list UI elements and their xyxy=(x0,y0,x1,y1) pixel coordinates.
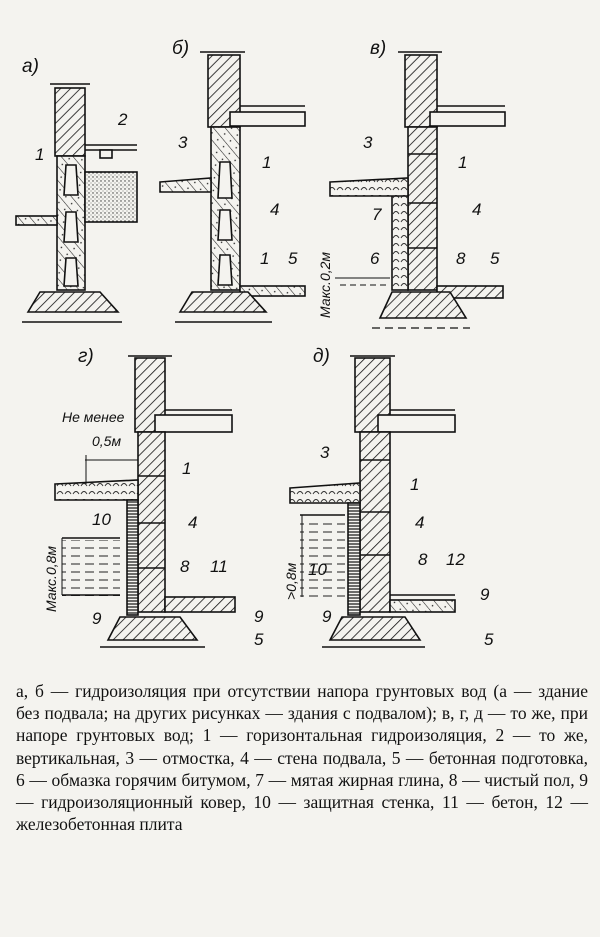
panel-v xyxy=(329,51,506,329)
callout: 4 xyxy=(270,200,279,219)
callout: 8 xyxy=(418,550,428,569)
callout: 1 xyxy=(410,475,419,494)
callout: 5 xyxy=(254,630,264,649)
waterproofing-diagram: а) 1 2 б) 3 1 4 1 5 в) 3 1 7 4 6 8 5 Мак… xyxy=(15,38,506,649)
callout: 5 xyxy=(484,630,494,649)
panel-label-b: б) xyxy=(172,38,189,59)
callout: 1 xyxy=(35,145,44,164)
note-distance: 0,5м xyxy=(92,433,121,449)
panel-label-g: г) xyxy=(78,346,94,367)
panel-b xyxy=(159,51,306,323)
callout: 3 xyxy=(363,133,373,152)
panel-d xyxy=(289,355,456,648)
panel-g xyxy=(54,355,236,648)
callout: 1 xyxy=(262,153,271,172)
callout: 9 xyxy=(92,609,102,628)
callout: 1 xyxy=(458,153,467,172)
callout: 11 xyxy=(210,557,228,576)
callout: 9 xyxy=(480,585,490,604)
callout: 5 xyxy=(490,249,500,268)
callout: 1 xyxy=(260,249,269,268)
callout: 8 xyxy=(180,557,190,576)
callout: 4 xyxy=(415,513,424,532)
note-not-less: Не менее xyxy=(62,409,125,425)
callout: 6 xyxy=(370,249,380,268)
callout: 4 xyxy=(472,200,481,219)
callout: 10 xyxy=(92,510,111,529)
callout: 9 xyxy=(254,607,264,626)
dimension-label: Макс.0,8м xyxy=(43,546,59,612)
callout: 1 xyxy=(182,459,191,478)
panel-a xyxy=(15,83,138,323)
dimension-label: >0,8м xyxy=(283,562,299,600)
panel-label-a: а) xyxy=(22,56,39,77)
callout: 2 xyxy=(117,110,128,129)
callout: 8 xyxy=(456,249,466,268)
callout: 9 xyxy=(322,607,332,626)
panel-label-v: в) xyxy=(370,38,386,59)
figure-caption: а, б — гидроизоляция при отсутствии напо… xyxy=(16,681,588,835)
panel-label-d: д) xyxy=(313,346,330,367)
callout: 7 xyxy=(372,205,382,224)
dimension-label: Макс.0,2м xyxy=(317,252,333,318)
callout: 3 xyxy=(178,133,188,152)
callout: 4 xyxy=(188,513,197,532)
callout: 12 xyxy=(446,550,465,569)
callout: 5 xyxy=(288,249,298,268)
callout: 10 xyxy=(308,560,327,579)
callout: 3 xyxy=(320,443,330,462)
